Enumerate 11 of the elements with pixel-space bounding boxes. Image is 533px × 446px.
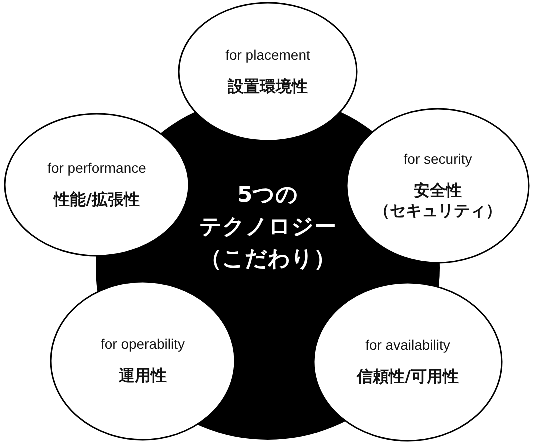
topic-label: for operability	[100, 336, 186, 352]
topic-title: 信頼性/可用性	[357, 366, 459, 388]
topic-title: 設置環境性	[228, 76, 308, 98]
topic-title: 運用性	[119, 366, 167, 386]
topic-title: 性能/拡張性	[54, 190, 140, 210]
topic-label: for availability	[366, 336, 450, 352]
topic-label: for performance	[48, 160, 146, 176]
hub-title: 5つのテクノロジー（こだわり）	[200, 182, 336, 274]
topic-title: 安全性（セキュリティ）	[374, 181, 502, 221]
topic-label: for placement	[226, 46, 310, 62]
topic-label: for security	[404, 151, 472, 167]
